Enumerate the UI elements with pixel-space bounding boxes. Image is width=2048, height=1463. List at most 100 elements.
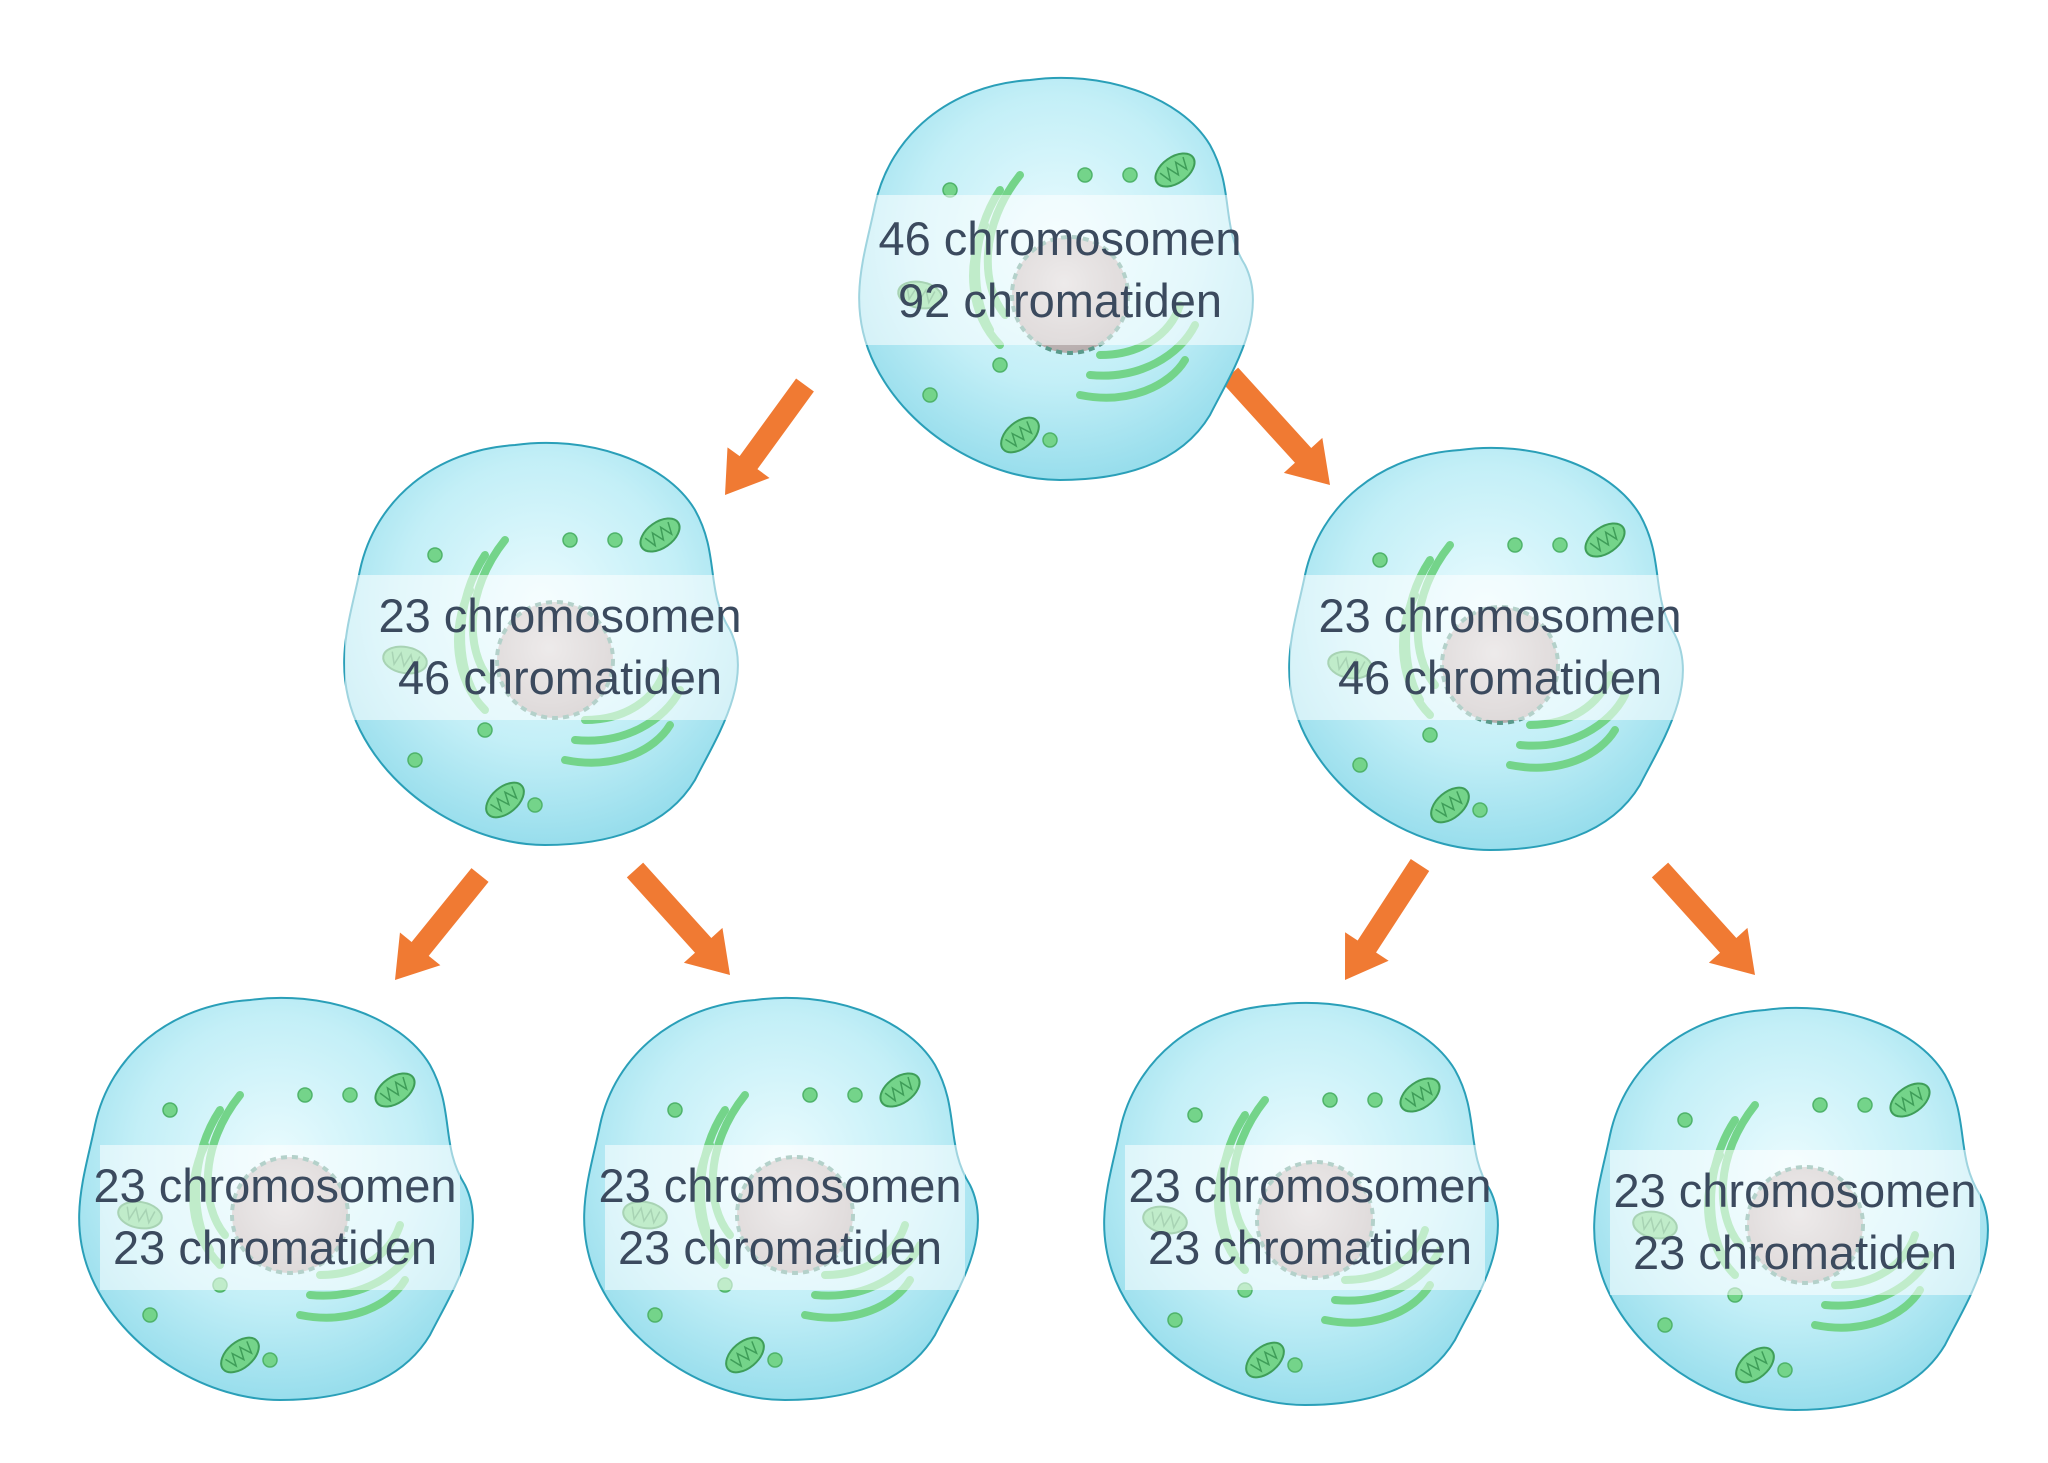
vesicle [1167, 1312, 1183, 1328]
mitochondrion [639, 517, 681, 553]
vesicle [1552, 537, 1568, 553]
vesicle [1677, 1112, 1693, 1128]
vesicle [527, 797, 543, 813]
mitochondrion-cristae [884, 1076, 913, 1103]
mitochondrion [1430, 786, 1470, 824]
label-band [1290, 575, 1690, 720]
cell-label-line1: 23 chromosomen [1318, 589, 1681, 642]
vesicle [162, 1102, 178, 1118]
mitochondrion [220, 1336, 260, 1374]
vesicle [1352, 757, 1368, 773]
mitochondrion [879, 1072, 921, 1108]
vesicle [1077, 167, 1093, 183]
mitochondrion-cristae [644, 521, 673, 548]
label-band [345, 575, 745, 720]
cell-label-line2: 23 chromatiden [113, 1221, 437, 1274]
vesicle [1857, 1097, 1873, 1113]
arrow-left-daughter-to-gamete-1 [395, 868, 489, 980]
vesicle [1042, 432, 1058, 448]
golgi-arc [1811, 1286, 1924, 1332]
golgi-arc [561, 721, 674, 767]
mitochondrion [1245, 1341, 1285, 1379]
mitochondrion-cristae [379, 1076, 408, 1103]
arrow-right-daughter-to-gamete-3 [1345, 858, 1430, 980]
cell-gamete-4: 23 chromosomen 23 chromatiden [1593, 1006, 1989, 1412]
arrows-layer [395, 367, 1755, 980]
mitochondrion-cristae [225, 1341, 253, 1368]
arrow-right-daughter-to-gamete-4 [1651, 862, 1755, 975]
vesicle [922, 387, 938, 403]
vesicle [562, 532, 578, 548]
mitochondrion-cristae [1159, 156, 1188, 183]
vesicle [607, 532, 623, 548]
mitochondrion-cristae [1404, 1081, 1433, 1108]
cell-label-line2: 23 chromatiden [1148, 1221, 1472, 1274]
vesicle [1507, 537, 1523, 553]
cell-gamete-3: 23 chromosomen 23 chromatiden [1103, 1001, 1499, 1407]
vesicle [1422, 727, 1438, 743]
mitochondrion-cristae [1894, 1086, 1923, 1113]
mitochondrion [1154, 152, 1196, 188]
vesicle [297, 1087, 313, 1103]
vesicle [667, 1102, 683, 1118]
mitochondrion-cristae [1740, 1351, 1768, 1378]
golgi-arc [1321, 1281, 1434, 1327]
label-band [1125, 1145, 1485, 1290]
mitochondrion-cristae [1250, 1346, 1278, 1373]
mitochondrion [1889, 1082, 1931, 1118]
vesicle [1322, 1092, 1338, 1108]
vesicle [407, 752, 423, 768]
mitochondrion-cristae [730, 1341, 758, 1368]
mitochondrion [1399, 1077, 1441, 1113]
cell-label-line1: 23 chromosomen [1613, 1164, 1976, 1217]
cell-gamete-2: 23 chromosomen 23 chromatiden [583, 996, 979, 1402]
vesicle [1287, 1357, 1303, 1373]
cell-left-daughter: 23 chromosomen 46 chromatiden [343, 441, 745, 847]
vesicle [1777, 1362, 1793, 1378]
label-band [100, 1145, 460, 1290]
label-band [840, 195, 1280, 345]
vesicle [1657, 1317, 1673, 1333]
cell-gamete-1: 23 chromosomen 23 chromatiden [78, 996, 474, 1402]
label-band [605, 1145, 965, 1290]
golgi-arc [1076, 356, 1189, 402]
cell-label-line2: 92 chromatiden [898, 274, 1222, 327]
mitochondrion [374, 1072, 416, 1108]
arrow-parent-to-left-daughter [725, 378, 814, 495]
vesicle [647, 1307, 663, 1323]
arrow-left-daughter-to-gamete-2 [626, 862, 730, 975]
cell-label-line1: 23 chromosomen [93, 1159, 456, 1212]
vesicle [1812, 1097, 1828, 1113]
vesicle [1367, 1092, 1383, 1108]
vesicle [1122, 167, 1138, 183]
vesicle [1372, 552, 1388, 568]
cell-label-line2: 23 chromatiden [618, 1221, 942, 1274]
vesicle [1187, 1107, 1203, 1123]
vesicle [477, 722, 493, 738]
vesicle [942, 182, 958, 198]
vesicle [342, 1087, 358, 1103]
cell-label-line2: 46 chromatiden [1338, 651, 1662, 704]
cell-label-line2: 46 chromatiden [398, 651, 722, 704]
cell-parent: 46 chromosomen 92 chromatiden [840, 76, 1280, 482]
vesicle [262, 1352, 278, 1368]
arrow-parent-to-right-daughter [1221, 367, 1330, 485]
vesicle [992, 357, 1008, 373]
mitochondrion-cristae [1005, 421, 1033, 448]
cell-label-line1: 23 chromosomen [598, 1159, 961, 1212]
mitochondrion [1584, 522, 1626, 558]
vesicle [847, 1087, 863, 1103]
mitochondrion [1735, 1346, 1775, 1384]
vesicle [427, 547, 443, 563]
vesicle [802, 1087, 818, 1103]
label-band [1610, 1150, 1980, 1295]
cell-right-daughter: 23 chromosomen 46 chromatiden [1288, 446, 1690, 852]
mitochondrion-cristae [1435, 791, 1463, 818]
cell-label-line1: 46 chromosomen [878, 212, 1241, 265]
mitochondrion [485, 781, 525, 819]
vesicle [1472, 802, 1488, 818]
mitochondrion-cristae [490, 786, 518, 813]
mitochondrion [725, 1336, 765, 1374]
